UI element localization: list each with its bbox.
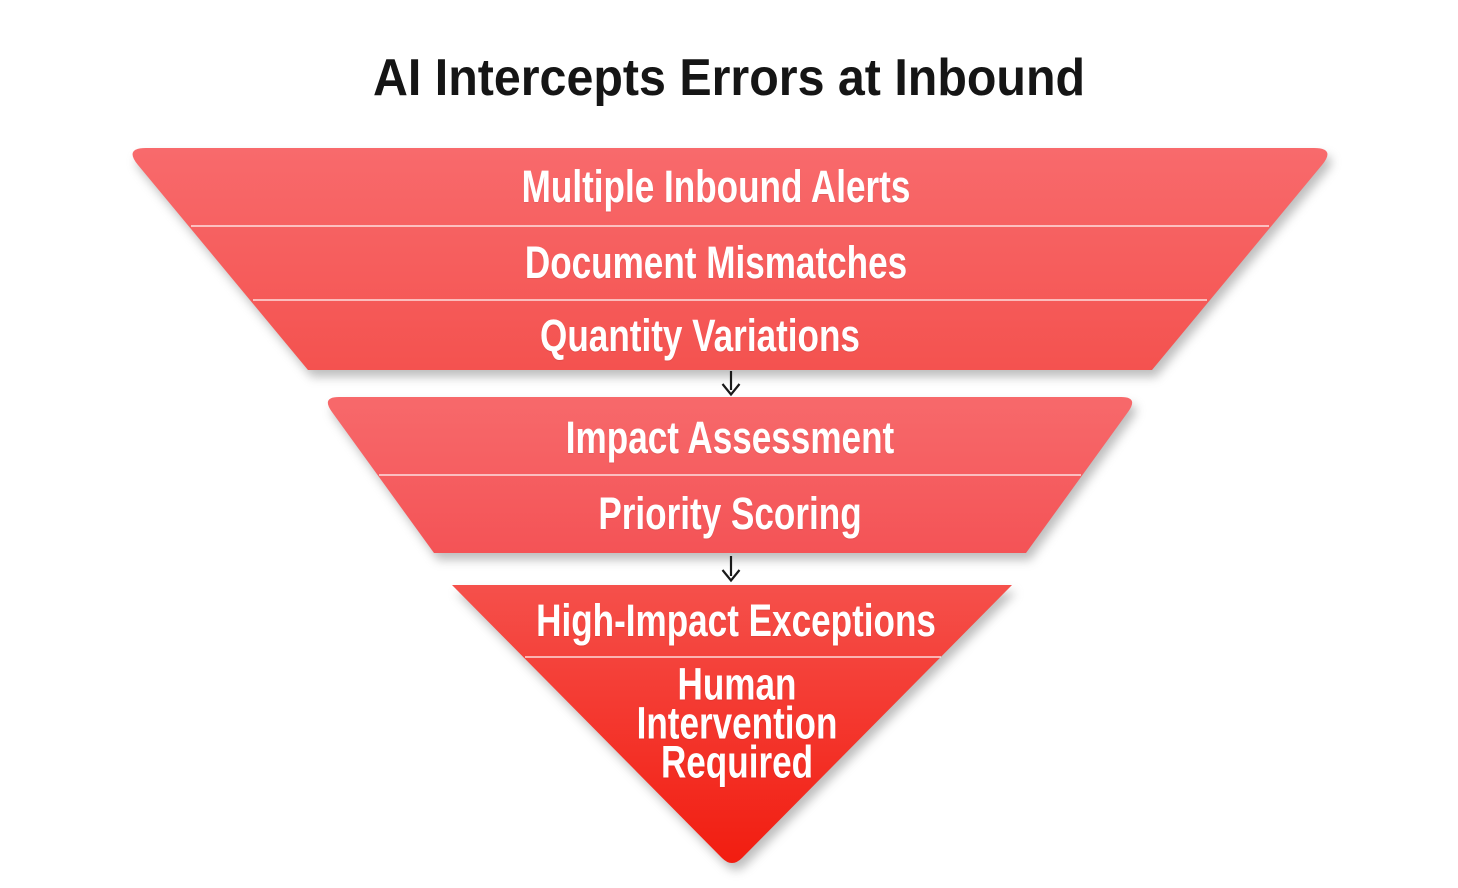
tier1-row2-label: Document Mismatches — [524, 237, 908, 288]
tier1-row3-label: Quantity Variations — [540, 310, 860, 361]
page-title: AI Intercepts Errors at Inbound — [372, 49, 1086, 107]
arrow-head-icon — [721, 383, 741, 397]
tier3-triangle — [452, 585, 1012, 863]
tier1-row1-label: Multiple Inbound Alerts — [521, 161, 911, 212]
arrow-head-icon — [721, 569, 741, 583]
arrow-tier2-tier3 — [721, 556, 741, 583]
tier2-row1-label: Impact Assessment — [565, 412, 895, 463]
tier3-row1-label: High-Impact Exceptions — [536, 595, 936, 646]
tier3-row2-label: Human Intervention Required — [636, 658, 838, 788]
tier2-row2-label: Priority Scoring — [598, 488, 862, 539]
arrow-tier1-tier2 — [721, 371, 741, 397]
tier1-trapezoid — [132, 148, 1328, 370]
